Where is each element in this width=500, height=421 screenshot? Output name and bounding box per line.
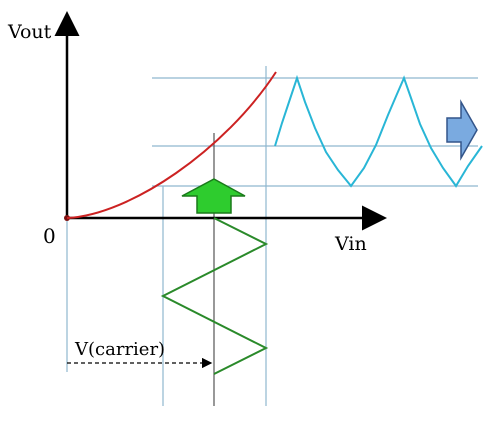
output-wave xyxy=(274,74,483,188)
input-wave xyxy=(160,217,269,375)
transfer-curve xyxy=(66,71,277,219)
carrier-label: V(carrier) xyxy=(74,339,165,360)
vout-label: Vout xyxy=(7,21,52,43)
blue-right-arrow xyxy=(446,99,478,161)
green-up-arrow xyxy=(181,178,246,214)
vin-label: Vin xyxy=(334,233,367,255)
origin-label: 0 xyxy=(43,224,56,248)
